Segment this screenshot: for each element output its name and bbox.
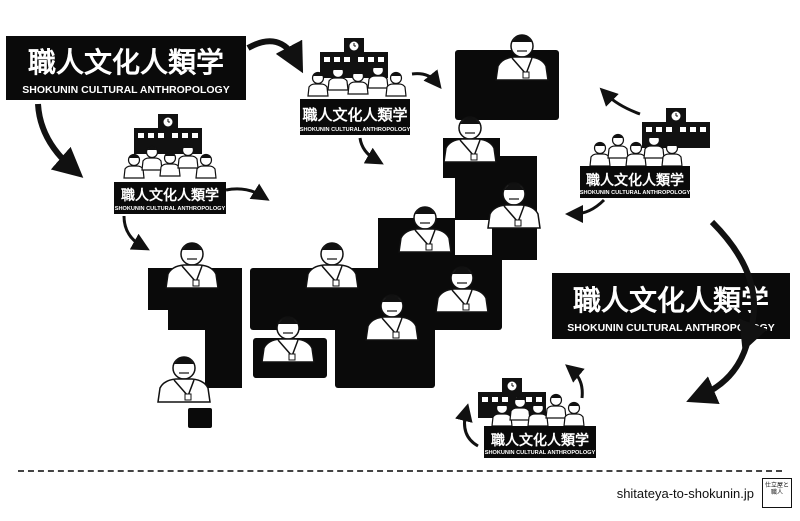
banner-title-en: SHOKUNIN CULTURAL ANTHROPOLOGY: [300, 127, 411, 133]
banner-title-jp: 職人文化人類学: [573, 284, 769, 317]
banner-title-en: SHOKUNIN CULTURAL ANTHROPOLOGY: [22, 84, 229, 96]
map-block-okinawa: [188, 408, 212, 428]
school-group-left: 職人文化人類学 SHOKUNIN CULTURAL ANTHROPOLOGY: [114, 113, 226, 214]
person-icon: [157, 356, 211, 403]
curved-arrow-icon: [246, 38, 304, 74]
curved-arrow-icon: [599, 87, 641, 116]
school-group-right: 職人文化人類学 SHOKUNIN CULTURAL ANTHROPOLOGY: [580, 107, 711, 198]
banner-title-jp: 職人文化人類学: [302, 106, 407, 124]
banner-title-jp: 職人文化人類学: [586, 172, 684, 189]
map-block-kyushu: [148, 268, 242, 388]
flow-arrows: [35, 38, 768, 448]
footer-divider: [18, 470, 782, 472]
banner-title-en: SHOKUNIN CULTURAL ANTHROPOLOGY: [115, 206, 226, 212]
curved-arrow-icon: [122, 215, 150, 251]
curved-arrow-icon: [686, 339, 751, 404]
curved-arrow-icon: [565, 364, 585, 399]
banner-title-jp: 職人文化人類学: [28, 46, 224, 79]
curved-arrow-icon: [225, 183, 270, 201]
site-url[interactable]: shitateya-to-shokunin.jp: [616, 486, 754, 501]
curved-arrow-icon: [565, 198, 606, 223]
school-group-bottom: 職人文化人類学 SHOKUNIN CULTURAL ANTHROPOLOGY: [477, 377, 596, 458]
banner-title-en: SHOKUNIN CULTURAL ANTHROPOLOGY: [485, 450, 596, 456]
curved-arrow-icon: [455, 403, 479, 448]
banner-title-jp: 職人文化人類学: [121, 187, 219, 204]
banner-title-en: SHOKUNIN CULTURAL ANTHROPOLOGY: [580, 190, 691, 196]
brand-logo: 仕立屋と職人: [762, 478, 792, 508]
banner-title-jp: 職人文化人類学: [491, 432, 589, 449]
curved-arrow-icon: [35, 103, 84, 178]
map-block-tohoku: [443, 138, 537, 260]
banner-title-en: SHOKUNIN CULTURAL ANTHROPOLOGY: [567, 322, 774, 334]
banner-large-top-left: 職人文化人類学 SHOKUNIN CULTURAL ANTHROPOLOGY: [6, 36, 246, 100]
person-icon: [165, 242, 219, 289]
curved-arrow-icon: [358, 137, 384, 165]
person-icon: [305, 242, 359, 289]
curved-arrow-icon: [411, 69, 442, 90]
school-group-top: 職人文化人類学 SHOKUNIN CULTURAL ANTHROPOLOGY: [300, 37, 411, 135]
curved-arrow-icon: [709, 219, 768, 353]
